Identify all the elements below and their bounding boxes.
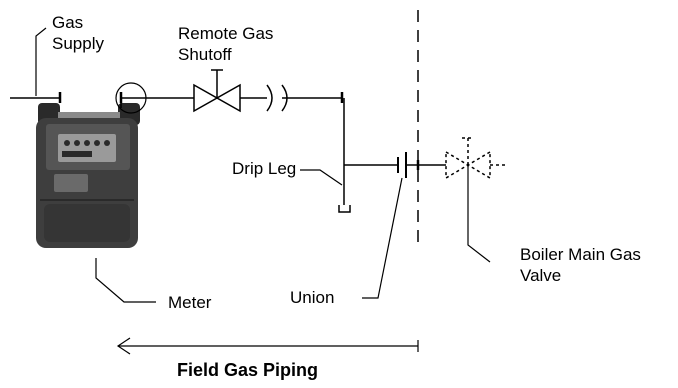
gas-supply-label-line2: Supply	[52, 34, 104, 53]
boiler-valve-label-line1: Boiler Main Gas	[520, 245, 641, 264]
gas-supply-pipe	[10, 92, 62, 103]
riser-pipe	[338, 98, 351, 213]
boiler-valve-leader	[467, 165, 491, 263]
remote-gas-shutoff-valve	[193, 69, 241, 113]
gas-supply-leader	[35, 27, 47, 96]
drip-leg-leader	[300, 169, 343, 186]
boiler-main-gas-valve	[445, 137, 506, 180]
union-label: Union	[290, 288, 335, 307]
meter-label: Meter	[168, 293, 212, 312]
meter-outlet-pipe	[119, 92, 194, 108]
remote-shutoff-label-line2: Shutoff	[178, 45, 232, 64]
boiler-valve-label-line2: Valve	[520, 266, 562, 285]
gas-meter	[36, 103, 140, 248]
meter-leader	[95, 258, 156, 303]
field-gas-piping-label: Field Gas Piping	[177, 360, 319, 380]
remote-shutoff-label-line1: Remote Gas	[178, 24, 274, 43]
union-leader	[362, 177, 403, 299]
union-fitting	[397, 152, 446, 178]
pipe-break	[240, 84, 344, 112]
drip-leg-label: Drip Leg	[232, 159, 297, 178]
field-gas-piping-arrow	[116, 337, 419, 355]
gas-supply-label-line1: Gas	[52, 13, 84, 32]
